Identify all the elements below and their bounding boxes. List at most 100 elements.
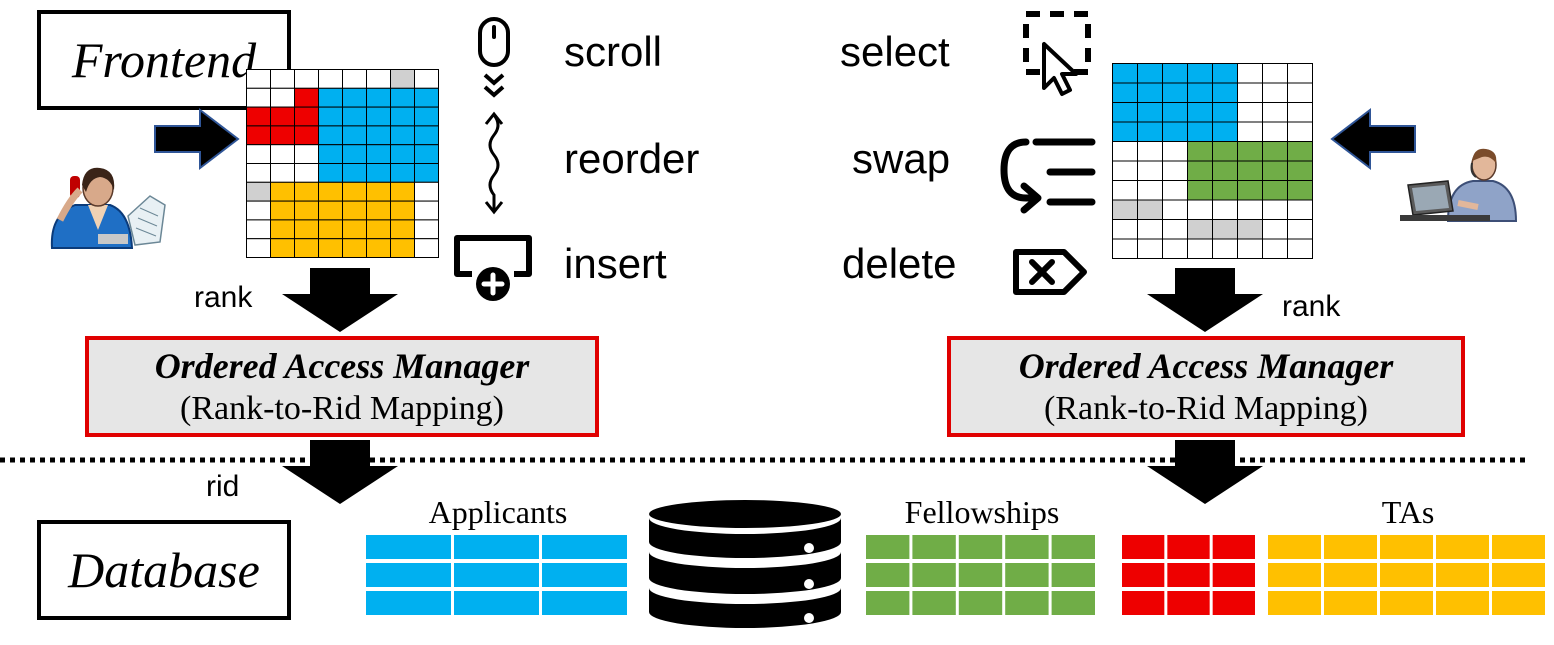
fellowships-cell <box>866 563 910 587</box>
table-fellowships <box>866 535 1095 615</box>
grid-left-cell <box>414 87 439 108</box>
frontend-database-divider <box>0 457 1530 463</box>
swap-icon <box>1000 138 1096 214</box>
oam-right-subtitle: (Rank-to-Rid Mapping) <box>1044 389 1368 427</box>
grid-left-cell <box>294 144 319 164</box>
grid-left-cell <box>366 125 391 146</box>
applicants-cell <box>542 591 627 615</box>
grid-right-cell <box>1287 160 1313 181</box>
grid-right-cell <box>1212 63 1238 84</box>
grid-right-cell <box>1137 82 1163 103</box>
grid-right-cell <box>1287 238 1313 259</box>
fellowships-cell <box>1005 563 1049 587</box>
grid-right-cell <box>1237 121 1263 142</box>
tas-cell <box>1324 563 1377 587</box>
table-applicants <box>366 535 627 615</box>
grid-right-cell <box>1137 160 1163 181</box>
grid-left-cell <box>318 219 343 240</box>
grid-right-cell <box>1287 199 1313 220</box>
applicants-cell <box>366 591 451 615</box>
grid-right-cell <box>1162 121 1188 142</box>
op-swap-label: swap <box>852 135 951 182</box>
oam-left-title: Ordered Access Manager <box>154 345 530 386</box>
grid-right-cell <box>1112 82 1138 103</box>
grid-left-cell <box>414 238 439 258</box>
grid-left-cell <box>246 125 271 146</box>
grid-left-cell <box>270 200 295 221</box>
grid-right-cell <box>1162 160 1188 181</box>
grid-left-cell <box>294 106 319 127</box>
oam-left-subtitle: (Rank-to-Rid Mapping) <box>180 389 504 427</box>
grid-right-cell <box>1262 238 1288 259</box>
grid-right-cell <box>1212 180 1238 201</box>
reorder-arrow-icon <box>484 111 504 215</box>
ordered-access-manager-left: Ordered Access Manager (Rank-to-Rid Mapp… <box>85 336 599 437</box>
grid-right-cell <box>1262 63 1288 84</box>
grid-left-cell <box>390 87 415 108</box>
grid-right-cell <box>1137 199 1163 220</box>
applicants-cell <box>542 535 627 559</box>
down-arrow-rank-right <box>1147 268 1263 332</box>
grid-right-cell <box>1162 238 1188 259</box>
fellowships-cell <box>958 535 1003 559</box>
grid-left-cell <box>366 144 391 164</box>
applicants-cell <box>454 563 539 587</box>
grid-right-cell <box>1137 141 1163 162</box>
delete-icon <box>1013 249 1087 295</box>
grid-left-cell <box>366 87 391 108</box>
grid-left-cell <box>414 144 439 164</box>
grid-left-cell <box>294 238 319 258</box>
table-label-tas: TAs <box>1381 494 1435 530</box>
table-red <box>1122 535 1255 615</box>
grid-left-cell <box>366 200 391 221</box>
grid-right-cell <box>1212 160 1238 181</box>
grid-right-cell <box>1112 102 1138 123</box>
red-table-cell <box>1122 563 1165 587</box>
database-label: Database <box>37 520 291 620</box>
grid-right-cell <box>1137 63 1163 84</box>
input-arrow-left <box>154 107 240 171</box>
op-delete-label: delete <box>842 240 957 287</box>
down-arrow-rid-right <box>1147 440 1263 504</box>
tas-cell <box>1268 535 1321 559</box>
fellowships-cell <box>912 591 956 615</box>
grid-left-cell <box>390 144 415 164</box>
red-table-cell <box>1212 563 1255 587</box>
grid-right-cell <box>1187 102 1213 123</box>
grid-left-cell <box>318 181 343 202</box>
grid-right-cell <box>1237 180 1263 201</box>
grid-left-cell <box>342 144 367 164</box>
tas-cell <box>1492 591 1545 615</box>
op-insert-label: insert <box>564 240 667 287</box>
grid-right-cell <box>1187 82 1213 103</box>
grid-right-cell <box>1262 102 1288 123</box>
grid-left-cell <box>366 163 391 183</box>
grid-left-cell <box>366 106 391 127</box>
tas-cell <box>1492 535 1545 559</box>
grid-left-cell <box>318 69 343 89</box>
grid-left-cell <box>246 69 271 89</box>
grid-right-cell <box>1287 219 1313 240</box>
grid-right-cell <box>1237 160 1263 181</box>
grid-right-cell <box>1187 141 1213 162</box>
grid-left-cell <box>342 69 367 89</box>
grid-left-cell <box>294 163 319 183</box>
grid-right-cell <box>1187 238 1213 259</box>
grid-left-cell <box>270 181 295 202</box>
red-table-cell <box>1122 535 1165 559</box>
grid-left-cell <box>318 238 343 258</box>
grid-right-cell <box>1162 141 1188 162</box>
database-icon <box>649 500 841 628</box>
grid-left-cell <box>342 219 367 240</box>
ordered-access-manager-right: Ordered Access Manager (Rank-to-Rid Mapp… <box>947 336 1465 437</box>
grid-left-cell <box>294 200 319 221</box>
grid-left-cell <box>390 200 415 221</box>
grid-right-cell <box>1262 121 1288 142</box>
grid-left-cell <box>294 181 319 202</box>
grid-right-cell <box>1237 199 1263 220</box>
grid-right-cell <box>1137 219 1163 240</box>
grid-right-cell <box>1262 141 1288 162</box>
tas-cell <box>1380 563 1433 587</box>
grid-left-cell <box>390 238 415 258</box>
grid-left-cell <box>342 106 367 127</box>
